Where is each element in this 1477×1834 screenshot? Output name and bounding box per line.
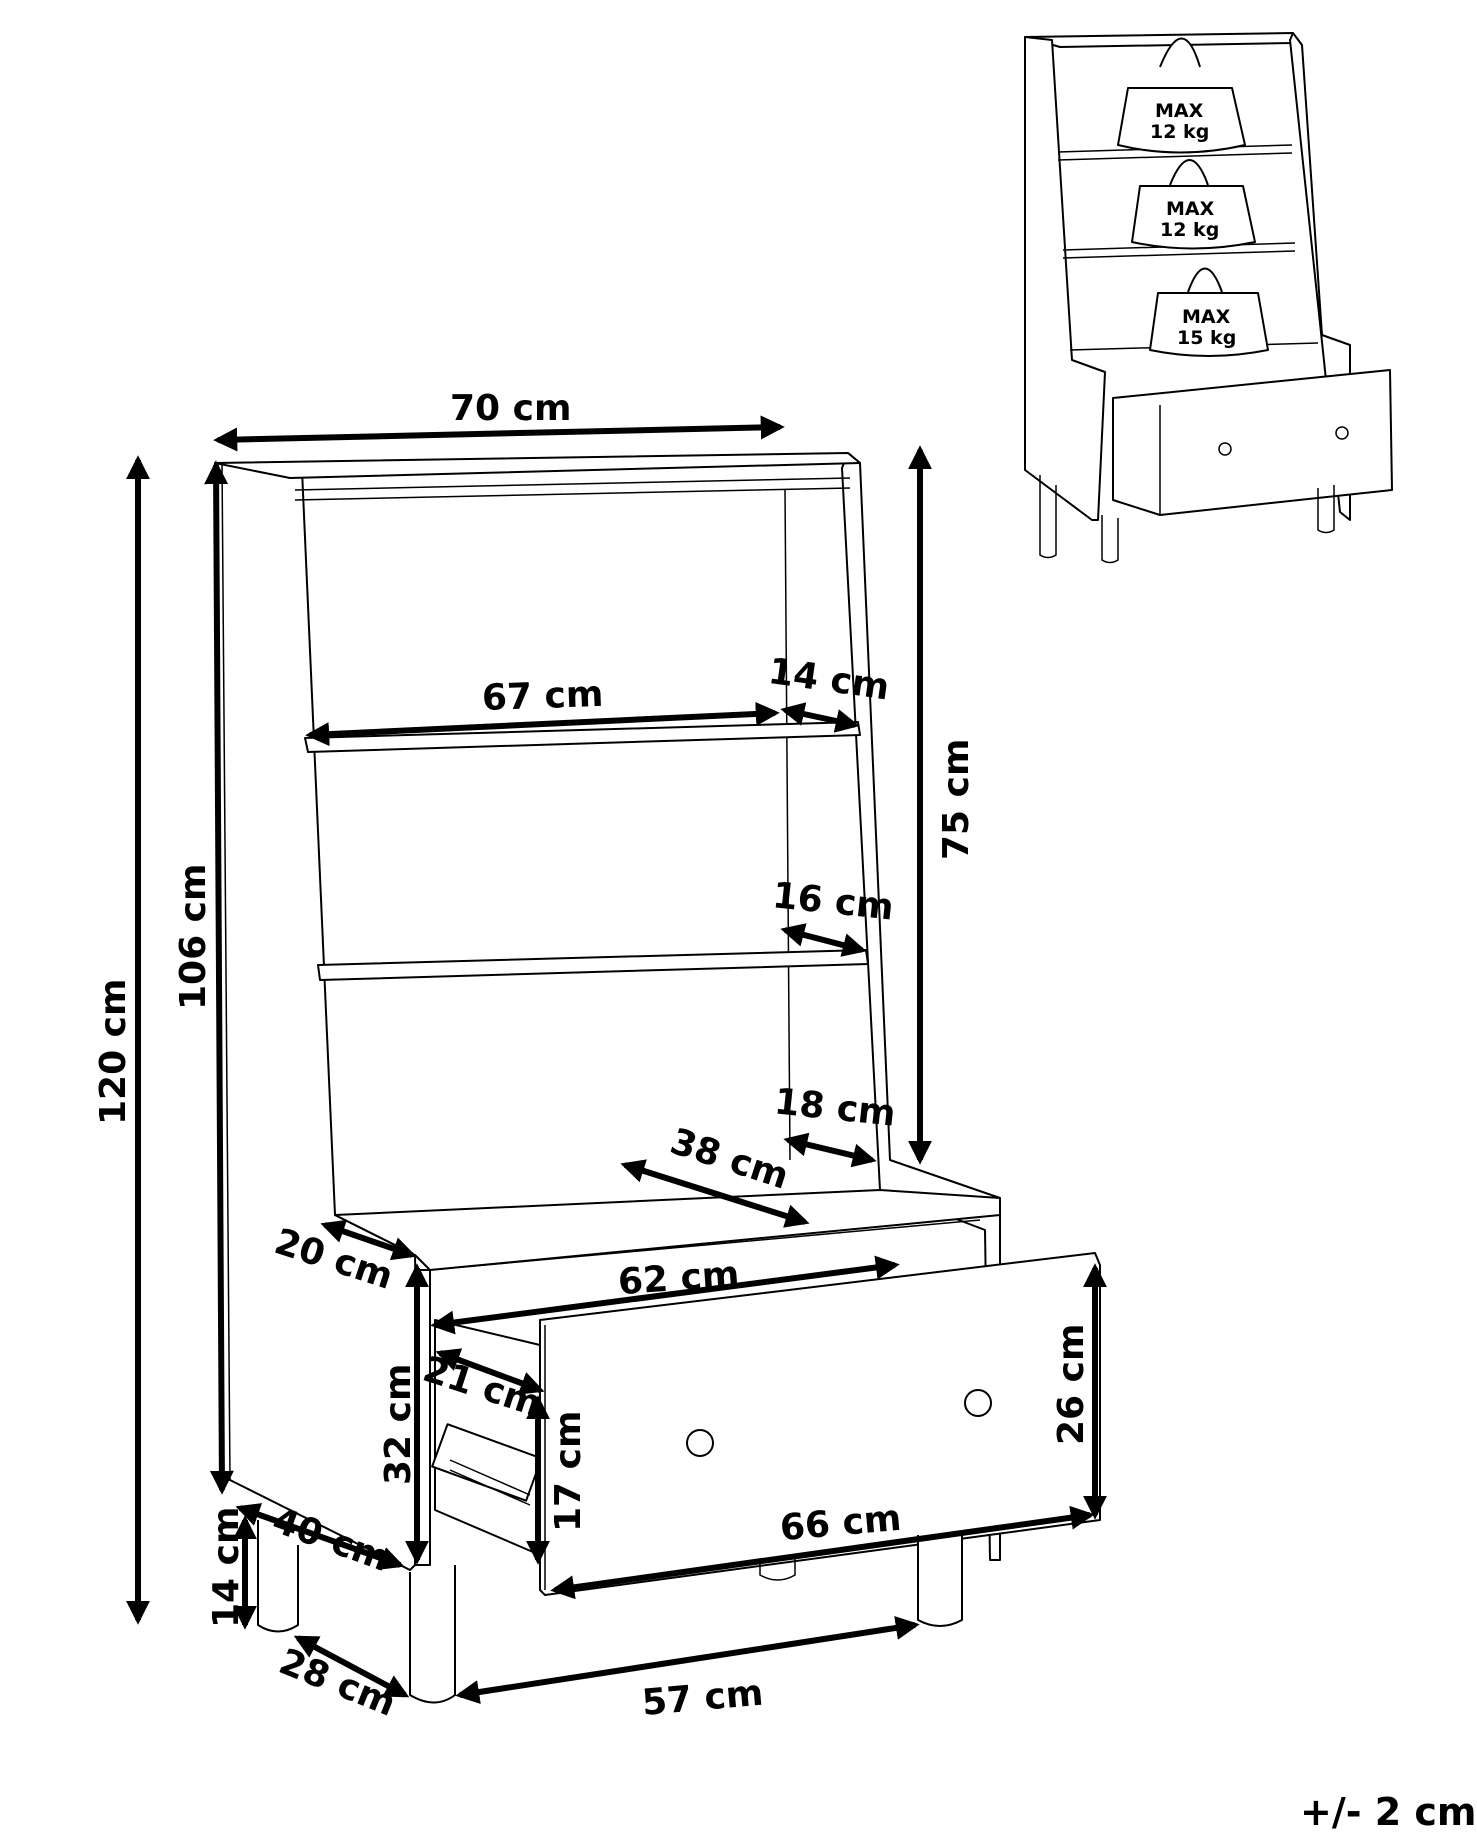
weight-value: 12 kg: [1150, 121, 1209, 143]
weight-icon: MAX 15 kg: [1149, 267, 1269, 357]
label-leg-height: 14 cm: [206, 1507, 247, 1628]
weight-label: MAX: [1182, 306, 1231, 328]
label-depth-top: 14 cm: [766, 651, 892, 709]
label-drawer-inner-height: 17 cm: [548, 1411, 589, 1532]
tolerance-note: +/- 2 cm: [1300, 1790, 1477, 1834]
label-drawer-height-outer: 26 cm: [1051, 1324, 1092, 1445]
label-leg-width-spacing: 57 cm: [640, 1673, 765, 1724]
label-width-top: 70 cm: [450, 388, 571, 429]
weight-value: 12 kg: [1160, 219, 1219, 241]
label-total-height: 120 cm: [93, 978, 134, 1125]
label-leg-depth-spacing: 28 cm: [273, 1641, 401, 1725]
label-shelf-width: 67 cm: [481, 674, 604, 719]
weight-value: 15 kg: [1177, 327, 1236, 349]
label-cabinet-height: 32 cm: [378, 1364, 419, 1485]
cabinet-drawing: [214, 452, 1101, 1704]
load-capacity-inset: MAX 12 kg MAX 12 kg MAX 15 kg: [1024, 32, 1393, 564]
label-upper-height: 75 cm: [936, 739, 977, 860]
weight-label: MAX: [1155, 100, 1204, 122]
label-drawer-inner-width: 62 cm: [617, 1254, 741, 1303]
weight-label: MAX: [1166, 198, 1215, 220]
weight-icon: MAX 12 kg: [1117, 37, 1246, 154]
label-body-height: 106 cm: [173, 863, 214, 1010]
weight-icon: MAX 12 kg: [1131, 159, 1256, 250]
dimension-arrows: [126, 415, 1107, 1704]
